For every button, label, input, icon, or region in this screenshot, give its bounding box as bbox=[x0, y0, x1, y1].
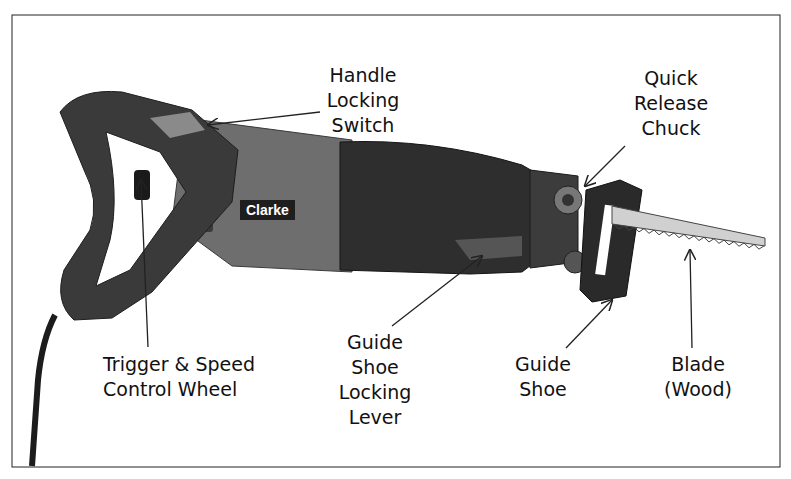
front-grip bbox=[340, 141, 548, 274]
shoe-lever bbox=[455, 236, 522, 260]
part-label: Blade (Wood) bbox=[648, 352, 748, 402]
blade bbox=[612, 206, 765, 246]
part-label: Quick Release Chuck bbox=[626, 66, 716, 141]
handle bbox=[60, 91, 238, 320]
leader-line bbox=[208, 112, 320, 125]
part-label: Guide Shoe bbox=[503, 352, 583, 402]
handle-lock bbox=[150, 112, 205, 138]
power-cord bbox=[32, 315, 55, 466]
guide-shoe bbox=[580, 180, 642, 302]
blade-teeth bbox=[614, 224, 764, 249]
leader-line bbox=[585, 146, 625, 186]
leader-line bbox=[566, 300, 612, 348]
part-label: Guide Shoe Locking Lever bbox=[330, 330, 420, 430]
frame bbox=[12, 15, 780, 467]
chuck-centre bbox=[562, 194, 574, 206]
part-label: Handle Locking Switch bbox=[318, 63, 408, 138]
chuck bbox=[554, 186, 582, 214]
leader-line bbox=[690, 250, 692, 348]
part-label: Trigger & Speed Control Wheel bbox=[103, 352, 273, 402]
leader-line bbox=[141, 180, 148, 347]
leader-line bbox=[392, 256, 482, 326]
brand-logo: Clarke bbox=[240, 200, 295, 220]
